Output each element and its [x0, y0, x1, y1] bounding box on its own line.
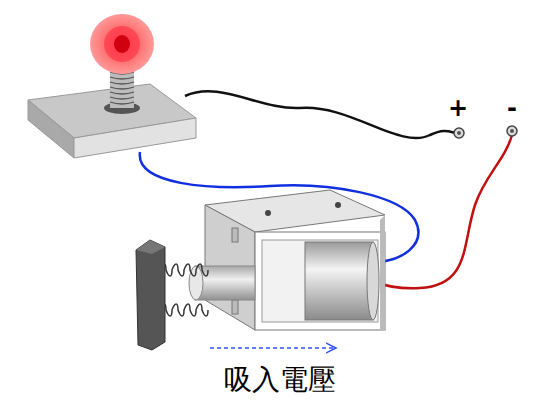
plunger: [305, 242, 379, 320]
black-wire: [185, 91, 456, 138]
motion-arrow: [210, 347, 336, 348]
solenoid-frame: [205, 190, 385, 330]
armature-plate: [136, 240, 165, 350]
caption-label: 吸入電壓: [224, 366, 336, 394]
lamp-socket: [104, 68, 140, 114]
negative-terminal: [507, 126, 517, 136]
positive-terminal: [454, 128, 464, 138]
spring: [160, 264, 208, 316]
red-wire: [375, 135, 512, 288]
lamp-bulb: [90, 14, 154, 74]
shaft: [189, 266, 255, 300]
terminal-sign: +: [448, 96, 468, 120]
terminal-sign: -: [507, 96, 517, 120]
